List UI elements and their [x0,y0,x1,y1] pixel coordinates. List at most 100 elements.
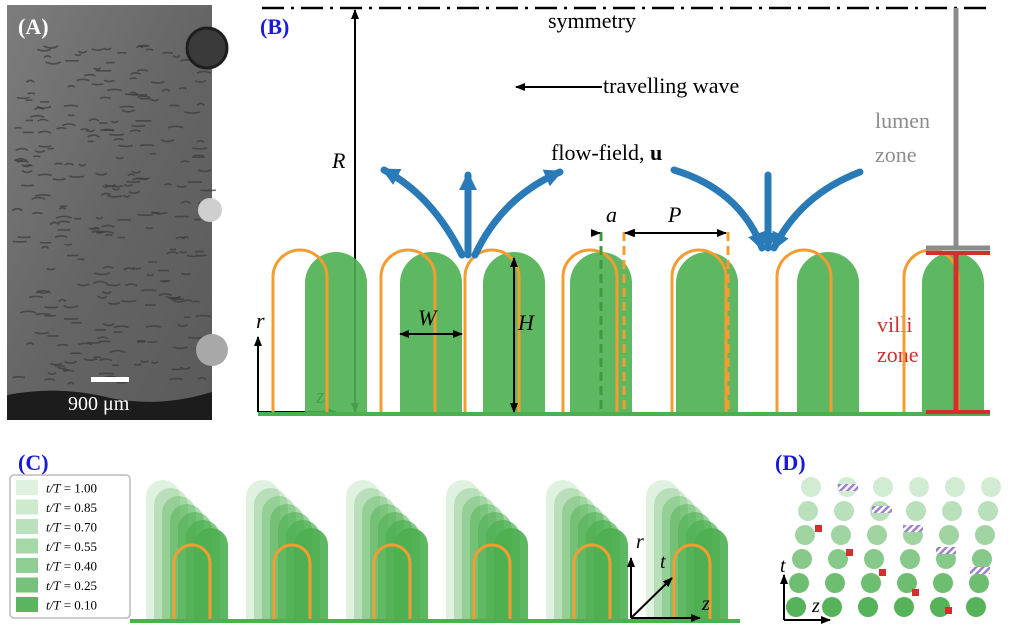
micrograph-fold [12,240,27,243]
c-r-axis-label: r [636,531,644,553]
villus-outline-c [172,543,212,621]
micrograph-fold [83,73,96,77]
symmetry-label: symmetry [548,8,636,33]
villus-b [922,252,984,414]
phase-dot [798,501,818,521]
legend-swatch [16,499,38,515]
legend-value: = 0.55 [60,539,97,554]
micrograph-fold [146,273,155,277]
micrograph-fold [103,47,112,51]
micrograph-fold [87,134,100,138]
micrograph-fold [87,341,101,344]
phase-dot [981,477,1001,497]
panel-d-label: (D) [775,450,806,475]
micrograph-fold [101,224,115,228]
micrograph-fold [34,149,46,154]
phase-dot [900,549,920,569]
phase-dot [789,573,809,593]
micrograph-fold [173,346,188,350]
micrograph-fold [110,120,119,124]
micrograph-fold [46,267,56,271]
villus-outline-b [463,248,521,414]
d-t-axis-label: t [780,555,786,577]
micrograph-fold [178,250,188,254]
panel-a-label: (A) [18,14,49,39]
phase-link-red [846,549,853,556]
phase-grid [786,477,1001,617]
micrograph-fold [184,111,201,114]
micrograph-fold [124,92,139,96]
villus-outline-b [775,248,833,414]
villus-outline-b [271,248,329,414]
micrograph-fold [167,125,184,129]
micrograph-fold [172,55,181,59]
villus-outline-b [670,248,728,414]
micrograph-fold [104,233,113,237]
micrograph-fold [128,190,140,194]
micrograph-fold [44,378,56,381]
legend-swatch [16,538,38,554]
micrograph-fold [58,206,67,210]
phase-link-red [879,569,886,576]
micrograph-fold [83,357,98,362]
micrograph-fold [122,194,131,198]
micrograph-fold [180,272,192,276]
legend-value: = 0.25 [60,578,97,593]
panel-c-label: (C) [18,450,49,475]
micrograph-fold [140,360,149,363]
phase-link-hatched [936,547,956,554]
micrograph-fold [43,55,52,59]
phase-dot [864,549,884,569]
micrograph-fold [21,169,33,174]
villus-b [305,252,367,414]
micrograph-fold [58,298,67,303]
micrograph-fold [145,226,154,230]
phase-dot [828,549,848,569]
micrograph-fold [123,267,135,271]
micrograph-fold [100,192,112,196]
micrograph-fold [64,162,75,166]
micrograph-fold [136,95,151,99]
legend-swatch [16,577,38,593]
villus-outline-c [572,543,612,621]
legend-value: = 0.85 [60,500,97,515]
micrograph-fold [88,227,99,231]
phase-link-hatched [903,525,923,532]
micrograph-fold [25,79,35,83]
micrograph-fold [54,162,63,165]
micrograph-fold [64,243,73,246]
micrograph-fold [35,290,52,294]
micrograph-fold [107,195,123,198]
micrograph-fold [45,61,62,65]
legend-variable: t/T [46,520,61,535]
micrograph-fold [93,280,108,285]
micrograph-fold [197,169,212,173]
micrograph-fold [121,109,136,113]
scale-bar [91,377,129,382]
legend-variable: t/T [46,578,61,593]
micrograph-fold [129,91,137,95]
micrograph-fold [195,314,212,318]
micrograph-fold [30,114,45,118]
micrograph-fold [26,342,35,346]
phase-dot [795,525,815,545]
phase-dot [792,549,812,569]
micrograph-fold [67,114,75,117]
micrograph-fold [21,163,32,168]
micrograph-fold [63,104,79,108]
legend-entry: t/T = 0.10 [46,598,97,613]
micrograph-fold [74,53,82,57]
legend-entry: t/T = 0.55 [46,539,97,554]
phase-dot [909,477,929,497]
micrograph-fold [165,295,182,300]
phase-dot [942,501,962,521]
micrograph-fold [102,266,115,269]
micrograph-bead-bottom [196,334,228,366]
c-t-axis [630,577,673,619]
micrograph-fold [137,213,153,217]
legend-box [9,474,131,619]
micrograph-fold [106,88,123,92]
micrograph-fold [150,98,160,102]
flow-arrow-up-left [380,166,466,259]
micrograph-fold [37,130,52,134]
